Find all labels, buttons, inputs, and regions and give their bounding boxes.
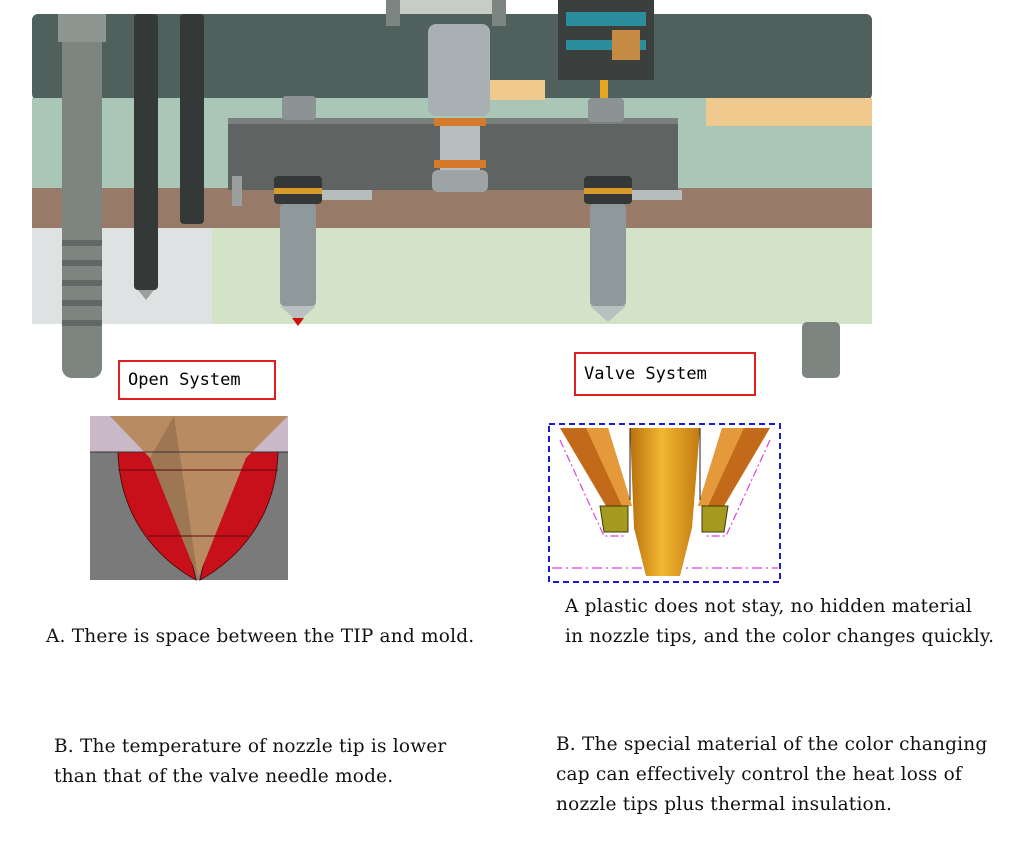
tip-insulation-right <box>199 451 279 581</box>
ejector-pin <box>134 14 158 290</box>
mold-cavity-section <box>90 416 288 580</box>
valve-caption-a: A plastic does not stay, no hidden mater… <box>565 596 995 647</box>
valve-caption-b: B. The special material of the color cha… <box>556 734 988 815</box>
nozzle-wall-right <box>698 428 770 506</box>
valve-needle <box>630 428 700 576</box>
valve-system-label: Valve System <box>574 352 756 396</box>
ejector-pin <box>180 14 204 224</box>
nozzle-body-right <box>590 204 626 306</box>
tip-insulation-left <box>117 451 197 581</box>
valve-system-label-text: Valve System <box>584 364 707 384</box>
nozzle-cone <box>110 416 288 578</box>
open-system-label-text: Open System <box>128 370 241 390</box>
open-system-label: Open System <box>118 360 276 400</box>
color-changing-cap-left <box>599 505 629 533</box>
support-plate <box>32 188 872 230</box>
support-pillar <box>802 322 840 378</box>
guide-pillar <box>62 14 102 378</box>
nozzle-body-left <box>280 204 316 306</box>
open-caption-b: B. The temperature of nozzle tip is lowe… <box>54 736 447 787</box>
sprue-bushing <box>428 24 490 116</box>
nozzle-wall-left <box>560 428 632 506</box>
valve-outline-box <box>548 423 781 583</box>
open-caption-a: A. There is space between the TIP and mo… <box>46 626 475 647</box>
mold-assembly-illustration <box>32 0 872 378</box>
color-changing-cap-right <box>701 505 729 533</box>
